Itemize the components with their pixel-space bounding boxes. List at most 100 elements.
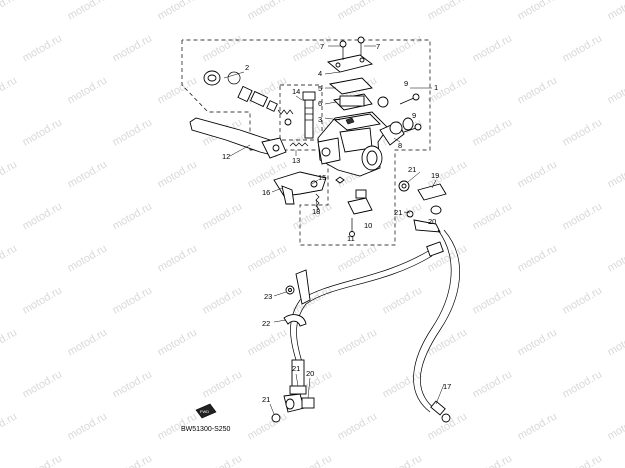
watermark-text: motod.ru [561,116,605,148]
watermark-text: motod.ru [66,410,110,442]
watermark-text: motod.ru [516,0,560,23]
watermark-text: motod.ru [336,242,380,274]
callout-label: 20 [428,217,436,226]
callout-label: 11 [347,234,355,243]
watermark-text: motod.ru [471,284,515,316]
callout-label: 20 [306,369,314,378]
callout-label: 4 [318,69,322,78]
watermark-text: motod.ru [21,368,65,400]
watermark-text: motod.ru [291,284,335,316]
callout-label: 9 [412,111,416,120]
watermark-text: motod.ru [0,158,19,190]
watermark-text: motod.ru [66,242,110,274]
watermark-text: motod.ru [606,158,625,190]
callout-label: 23 [264,292,272,301]
watermark-text: motod.ru [561,452,605,468]
callout-label: 21 [292,364,300,373]
watermark-text: motod.ru [561,200,605,232]
switch-spring [315,193,320,210]
callout-label: 12 [222,152,230,161]
fwd-arrow-icon: FWD [195,403,217,419]
callout-label: 2 [245,63,249,72]
watermark-text: motod.ru [516,74,560,106]
watermark-text: motod.ru [471,116,515,148]
watermark-text: motod.ru [246,0,290,23]
watermark-text: motod.ru [471,32,515,64]
watermark-text: motod.ru [471,452,515,468]
callout-label: 18 [312,207,320,216]
watermark-text: motod.ru [606,74,625,106]
watermark-text: motod.ru [0,242,19,274]
switch-assembly [347,189,373,237]
watermark-text: motod.ru [111,452,155,468]
callout-label: 21 [408,165,416,174]
callout-label: 22 [262,319,270,328]
watermark-text: motod.ru [156,74,200,106]
callout-labels: 1 2 3 4 5 6 7 7 8 9 9 10 11 12 13 14 15 … [222,42,451,391]
watermark-text: motod.ru [201,368,245,400]
diagram-code: BW51300-S250 [181,426,231,433]
watermark-text: motod.ru [156,242,200,274]
watermark-text: motod.ru [291,452,335,468]
callout-label: 13 [292,156,300,165]
watermark-text: motod.ru [516,242,560,274]
watermark-text: motod.ru [21,32,65,64]
watermark-text: motod.ru [291,32,335,64]
watermark-text: motod.ru [0,0,19,23]
mounting-bolts [399,93,422,133]
brake-hose [290,229,460,423]
callout-label: 14 [292,87,300,96]
watermark-text: motod.ru [201,200,245,232]
watermark-text: motod.ru [0,74,19,106]
callout-label: 15 [318,173,326,182]
watermark-text: motod.ru [516,410,560,442]
master-cylinder-body [317,111,414,177]
watermark-text: motod.ru [516,326,560,358]
watermark-text: motod.ru [381,284,425,316]
watermark-text: motod.ru [66,326,110,358]
return-spring [289,142,309,147]
fwd-label: FWD [200,409,209,414]
watermark-text: motod.ru [246,410,290,442]
watermark-text: motod.ru [66,0,110,23]
watermark-text: motod.ru [426,0,470,23]
watermark-text: motod.ru [426,74,470,106]
watermark-text: motod.ru [471,368,515,400]
watermark-text: motod.ru [561,284,605,316]
watermark-text: motod.ru [201,452,245,468]
callout-label: 17 [443,382,451,391]
watermark-text: motod.ru [111,368,155,400]
watermark-text: motod.ru [21,452,65,468]
callout-label: 9 [404,79,408,88]
callout-label: 1 [434,83,438,92]
callout-label: 6 [318,99,322,108]
watermark-text: motod.ru [111,200,155,232]
reservoir-cap-stack [327,36,389,125]
watermark-text: motod.ru [246,242,290,274]
callout-label: 8 [398,141,402,150]
callout-label: 16 [262,188,270,197]
watermark-text: motod.ru [381,452,425,468]
watermark-text: motod.ru [336,410,380,442]
watermark-text: motod.ru [606,242,625,274]
piston-kit [203,70,294,126]
watermark-text: motod.ru [0,326,19,358]
callout-label: 10 [364,221,372,230]
callout-label: 5 [318,84,322,93]
watermark-text: motod.ru [561,32,605,64]
watermark-text: motod.ru [516,158,560,190]
watermark-text: motod.ru [111,32,155,64]
callout-label: 21 [394,208,402,217]
watermark-text: motod.ru [561,368,605,400]
callout-label: 3 [318,115,322,124]
banjo-fittings-right [398,180,447,233]
watermark-text: motod.ru [156,158,200,190]
watermark-text: motod.ru [111,284,155,316]
watermark-text: motod.ru [0,410,19,442]
watermark-text: motod.ru [336,326,380,358]
watermark-text: motod.ru [66,158,110,190]
watermark-text: motod.ru [606,326,625,358]
watermark-text: motod.ru [201,32,245,64]
callout-label: 21 [262,395,270,404]
callout-label: 7 [376,42,380,51]
